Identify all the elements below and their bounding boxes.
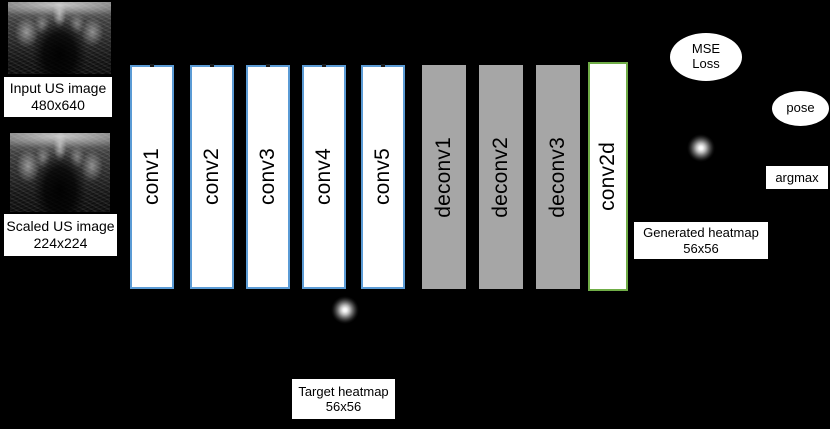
target-heatmap-caption-line1: Target heatmap [298,383,389,399]
connector-tick-conv4 [322,64,326,67]
input-us-image-caption-line1: Input US image [9,80,107,97]
layer-block-conv1[interactable]: conv1 [130,65,174,289]
target-heatmap-caption-line2: 56x56 [325,399,362,414]
generated-heatmap-caption-line1: Generated heatmap [643,225,759,241]
generated-heatmap-caption: Generated heatmap 56x56 [633,221,769,260]
layer-label-conv3: conv3 [256,148,279,206]
layer-block-conv4[interactable]: conv4 [302,65,346,289]
layer-label-conv4: conv4 [312,148,335,206]
connector-tick-conv3 [266,64,270,67]
layer-block-deconv3[interactable]: deconv3 [536,65,580,289]
target-heatmap-blob [331,296,359,324]
mse-loss-label-line1: MSE [691,41,721,57]
pose-label: pose [786,100,815,116]
layer-label-deconv2: deconv2 [489,136,512,218]
scaled-us-image-caption-line1: Scaled US image [6,218,115,235]
layer-block-conv2d[interactable]: conv2d [588,62,628,291]
input-us-image-thumbnail [8,2,111,74]
target-heatmap-caption: Target heatmap 56x56 [291,378,396,420]
argmax-label: argmax [775,169,819,185]
layer-label-conv1: conv1 [140,148,163,206]
scaled-us-image-caption: Scaled US image 224x224 [3,213,118,257]
mse-loss-node[interactable]: MSE Loss [670,33,742,81]
layer-block-deconv2[interactable]: deconv2 [479,65,523,289]
generated-heatmap-blob [687,134,715,162]
argmax-node[interactable]: argmax [765,165,829,190]
layer-block-conv5[interactable]: conv5 [361,65,405,289]
connector-tick-conv1 [150,64,154,67]
layer-block-conv2[interactable]: conv2 [190,65,234,289]
scaled-us-image-caption-line2: 224x224 [33,235,88,251]
input-us-image-caption: Input US image 480x640 [3,76,113,118]
mse-loss-label-line2: Loss [692,56,720,71]
layer-label-deconv1: deconv1 [432,136,455,218]
layer-block-deconv1[interactable]: deconv1 [422,65,466,289]
layer-label-deconv3: deconv3 [546,136,569,218]
input-us-image-caption-line2: 480x640 [31,97,85,113]
pose-node[interactable]: pose [772,91,829,126]
connector-tick-conv5 [381,64,385,67]
layer-label-conv5: conv5 [371,148,394,206]
scaled-us-image-thumbnail [10,133,110,212]
layer-label-conv2: conv2 [200,148,223,206]
connector-tick-conv2 [210,64,214,67]
layer-label-conv2d: conv2d [596,142,619,211]
generated-heatmap-caption-line2: 56x56 [683,240,719,256]
layer-block-conv3[interactable]: conv3 [246,65,290,289]
